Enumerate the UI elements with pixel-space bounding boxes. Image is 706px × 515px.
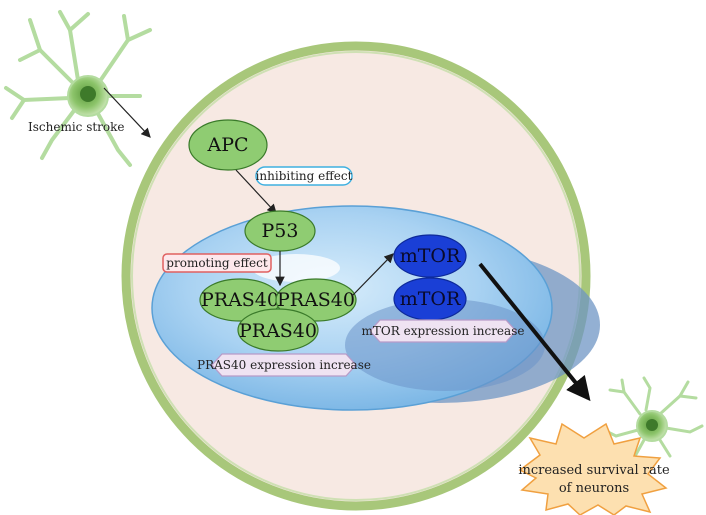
p53-node: P53 bbox=[244, 210, 316, 252]
output-neuron-nucleus bbox=[646, 419, 658, 431]
inhibiting-effect-tag: inhibiting effect bbox=[255, 166, 353, 186]
nucleus-highlight bbox=[252, 254, 340, 282]
promoting-effect-tag: promoting effect bbox=[162, 253, 272, 273]
mtor-top-node: mTOR bbox=[393, 234, 467, 278]
pras40-to-mtor-arrow bbox=[351, 253, 394, 297]
apc-to-p53-arrow bbox=[235, 169, 277, 214]
pras40-bottom-node: PRAS40 bbox=[237, 308, 319, 352]
apc-node: APC bbox=[188, 119, 268, 171]
input-neuron bbox=[4, 10, 152, 167]
output-neuron bbox=[602, 376, 704, 460]
apc-label: APC bbox=[206, 134, 248, 156]
mtor-bottom-node: mTOR bbox=[393, 277, 467, 321]
pras40-left-label: PRAS40 bbox=[201, 289, 279, 311]
mtor-expression-tag: mTOR expression increase bbox=[362, 319, 525, 343]
input-arrow bbox=[103, 87, 151, 138]
outcome-arrow bbox=[478, 262, 591, 402]
outcome-line1: increased survival rate bbox=[518, 463, 670, 478]
inhibiting-effect-label: inhibiting effect bbox=[256, 169, 353, 183]
mtor-expression-label: mTOR expression increase bbox=[362, 324, 525, 338]
promoting-effect-label: promoting effect bbox=[166, 256, 268, 270]
outcome-burst: increased survival rate of neurons bbox=[518, 422, 670, 515]
mtor-bottom-label: mTOR bbox=[400, 288, 461, 310]
pras40-right-node: PRAS40 bbox=[275, 278, 357, 322]
outcome-line2: of neurons bbox=[559, 481, 629, 496]
mtor-top-label: mTOR bbox=[400, 245, 461, 267]
pras40-expression-label: PRAS40 expression increase bbox=[197, 358, 371, 372]
cell-membrane-inner bbox=[131, 51, 581, 501]
p53-label: P53 bbox=[262, 220, 299, 242]
input-label: Ischemic stroke bbox=[28, 120, 125, 134]
pras40-left-node: PRAS40 bbox=[199, 278, 281, 322]
pras40-bottom-label: PRAS40 bbox=[239, 320, 317, 342]
pras40-expression-tag: PRAS40 expression increase bbox=[197, 353, 371, 377]
input-neuron-nucleus bbox=[80, 86, 96, 102]
pras40-right-label: PRAS40 bbox=[277, 289, 355, 311]
